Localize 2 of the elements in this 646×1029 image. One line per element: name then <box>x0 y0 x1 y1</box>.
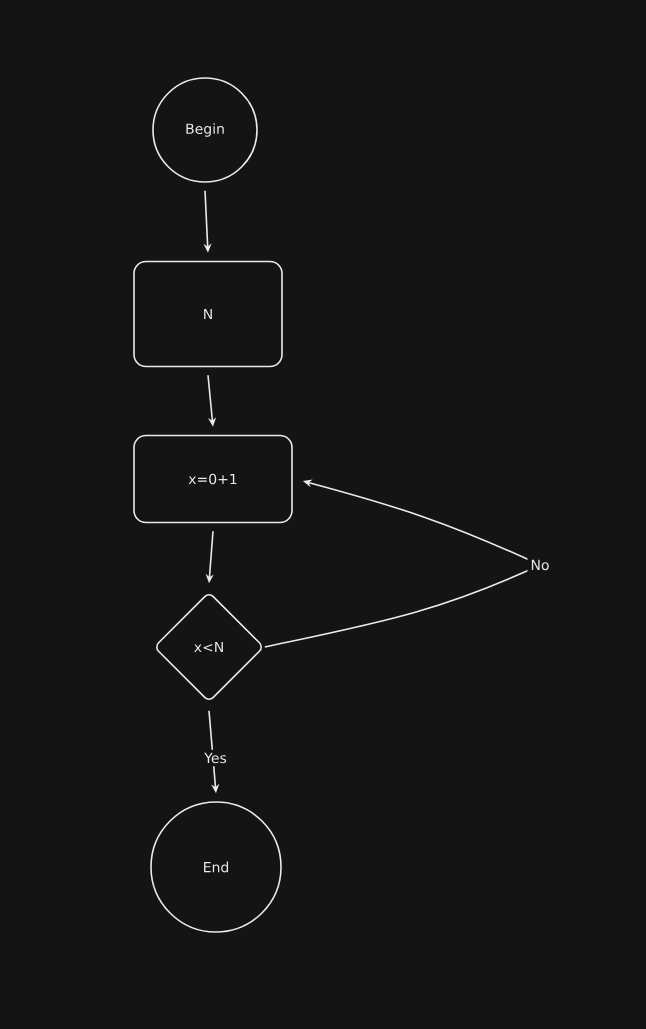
process-box: N <box>133 260 283 368</box>
process-box: x=0+1 <box>133 434 293 524</box>
